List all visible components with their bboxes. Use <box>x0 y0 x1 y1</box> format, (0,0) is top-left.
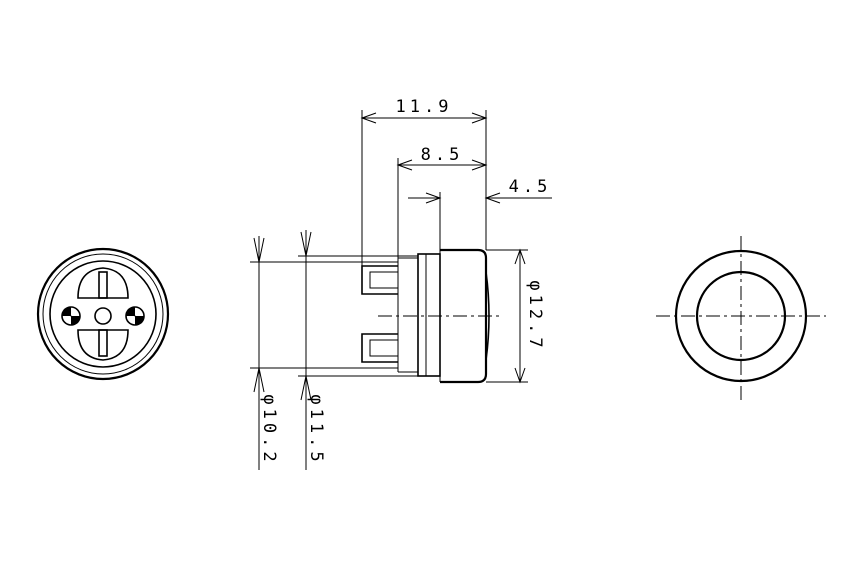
terminal-lower-side <box>361 333 398 363</box>
terminal-upper-side <box>361 265 398 295</box>
screw-right <box>125 306 145 326</box>
dim-body-length: 8.5 <box>421 145 464 165</box>
rear-view <box>36 247 170 381</box>
dim-body-diameter: φ11.5 <box>306 394 326 465</box>
dim-overall-length: 11.9 <box>396 97 453 117</box>
screw-left <box>61 306 81 326</box>
front-view <box>656 236 826 400</box>
terminal-top-slot <box>98 271 108 299</box>
terminal-top <box>77 267 129 299</box>
dim-cap-diameter: φ12.7 <box>525 280 545 351</box>
rear-housing <box>49 260 157 368</box>
rear-outer-ring-inner <box>42 253 164 375</box>
dim-inner-diameter: φ10.2 <box>259 394 279 465</box>
terminal-bottom <box>77 329 129 361</box>
terminal-bottom-slot <box>98 329 108 357</box>
side-view <box>361 248 500 384</box>
flange <box>417 253 441 377</box>
rear-center-hole <box>94 307 112 325</box>
dimensions-layer: 11.9 8.5 4.5 φ12.7 φ10.2 φ11.5 <box>250 97 552 470</box>
dim-cap-length: 4.5 <box>509 177 552 197</box>
rear-outer-ring <box>36 247 170 381</box>
